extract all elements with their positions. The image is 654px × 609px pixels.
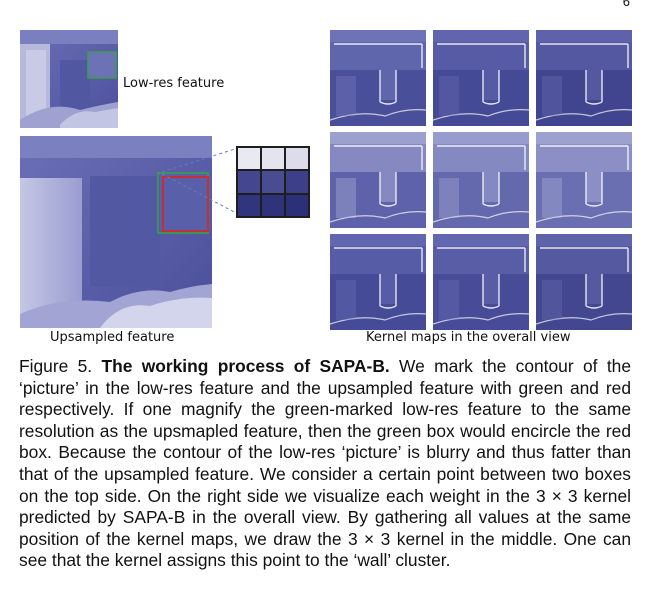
kernel-map-tile: [536, 132, 632, 228]
caption-prefix: Figure 5.: [19, 356, 102, 376]
page-number: 6: [622, 0, 630, 9]
kernel-cell: [286, 194, 308, 216]
kernel-cell: [238, 194, 260, 216]
kernel-map-tile: [330, 132, 426, 228]
kernel-map-tile: [536, 234, 632, 330]
kernel-cell: [286, 148, 308, 170]
lowres-feature-label: Low-res feature: [123, 76, 225, 91]
kernel-map-tile: [330, 234, 426, 330]
kernel-map-tile: [330, 30, 426, 126]
caption-body: We mark the contour of the ‘picture’ in …: [19, 356, 631, 571]
kernel-cell: [286, 171, 308, 193]
kernel-map-tile: [433, 30, 529, 126]
kernel-3x3-grid: [236, 146, 310, 218]
kernel-maps-grid: [330, 30, 632, 330]
kernel-map-tile: [536, 30, 632, 126]
zoom-connector: [161, 147, 239, 215]
kernel-cell: [262, 194, 284, 216]
kernel-cell: [262, 148, 284, 170]
kernel-map-tile: [433, 234, 529, 330]
figure-caption: Figure 5. The working process of SAPA-B.…: [19, 356, 631, 572]
upsampled-feature-label: Upsampled feature: [50, 330, 175, 345]
upsampled-feature-image: [20, 136, 212, 328]
kernel-map-tile: [433, 132, 529, 228]
lowres-feature-image: [20, 30, 118, 128]
kernel-cell: [238, 171, 260, 193]
kernel-cell: [238, 148, 260, 170]
kernel-maps-label: Kernel maps in the overall view: [366, 330, 571, 345]
kernel-cell: [262, 171, 284, 193]
caption-title: The working process of SAPA-B.: [101, 356, 390, 376]
